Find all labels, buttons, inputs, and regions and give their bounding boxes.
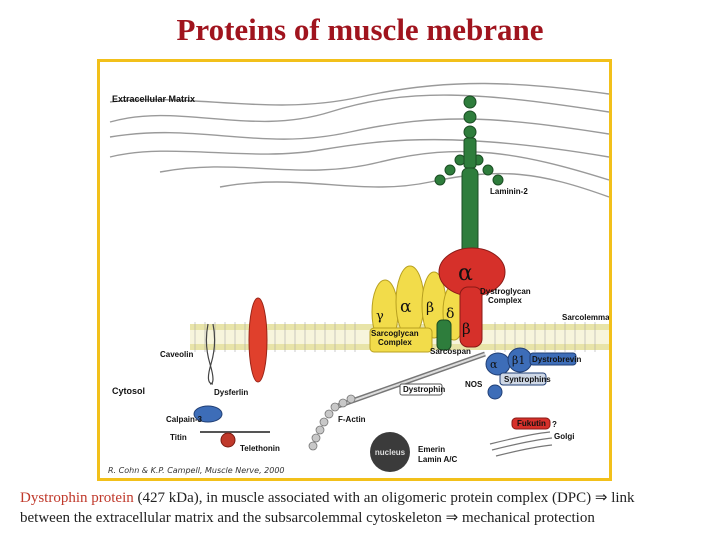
cytosol-label: Cytosol — [112, 386, 145, 396]
golgi — [489, 431, 553, 457]
f-actin-label: F-Actin — [338, 415, 366, 424]
citation: R. Cohn & K.P. Campell, Muscle Nerve, 20… — [108, 466, 285, 475]
ecm-fibers — [109, 82, 609, 198]
caption-line2: between the extracellular matrix and the… — [20, 510, 595, 526]
db-alpha: α — [490, 358, 498, 371]
nucleus-label: nucleus — [375, 448, 406, 457]
calpain-label: Calpain-3 — [166, 415, 203, 424]
dystroglycan-complex — [438, 247, 506, 348]
dysferlin — [248, 297, 268, 383]
caption-line1: (427 kDa), in muscle associated with an … — [133, 490, 635, 506]
sarcolemma-label: Sarcolemma — [562, 313, 609, 322]
dg-beta: β — [462, 320, 471, 338]
dystroglycan-label-1: Dystroglycan — [480, 287, 531, 296]
muscle-membrane-diagram: Extracellular Matrix Laminin-2 — [108, 82, 609, 475]
nucleus — [370, 432, 410, 472]
sarcospan — [436, 319, 452, 351]
caveolin — [205, 323, 216, 385]
page-title: Proteins of muscle mebrane — [176, 12, 544, 47]
dystrophin-label: Dystrophin — [403, 385, 445, 394]
caveolin-label: Caveolin — [160, 350, 193, 359]
telethonin — [220, 432, 236, 448]
laminin-label: Laminin-2 — [490, 187, 528, 196]
dg-alpha: α — [458, 261, 473, 286]
dystrobrevin-label: Dystrobrevin — [532, 355, 581, 364]
caption-highlight: Dystrophin protein — [20, 490, 134, 506]
syntrophins-label: Syntrophins — [504, 375, 551, 384]
emerin-label: Emerin — [418, 445, 445, 454]
fukutin — [511, 417, 551, 430]
caption: Dystrophin protein (427 kDa), in muscle … — [20, 488, 710, 528]
f-actin — [308, 394, 356, 451]
db-beta1: β1 — [512, 354, 525, 367]
sarcoglycan-label-1: Sarcoglycan — [371, 329, 419, 338]
calpain-3 — [193, 405, 223, 423]
dysferlin-label: Dysferlin — [214, 388, 248, 397]
fukutin-label: Fukutin — [517, 419, 546, 428]
sarcoglycan-label-2: Complex — [378, 338, 412, 347]
sg-gamma: γ — [376, 309, 384, 324]
dystroglycan-label-2: Complex — [488, 296, 522, 305]
ecm-label: Extracellular Matrix — [112, 94, 195, 104]
sg-delta: δ — [446, 306, 454, 322]
telethonin-label: Telethonin — [240, 444, 280, 453]
sarcospan-label: Sarcospan — [430, 347, 471, 356]
sg-alpha: α — [400, 297, 412, 317]
dystrobrevin-syntrophins — [485, 347, 577, 400]
titin-label: Titin — [170, 433, 187, 442]
lamin-label: Lamin A/C — [418, 455, 457, 464]
sg-beta: β — [426, 300, 434, 316]
golgi-label: Golgi — [554, 432, 574, 441]
diagram-frame: Extracellular Matrix Laminin-2 — [97, 59, 612, 481]
fukutin-question: ? — [552, 420, 557, 429]
nos-label: NOS — [465, 380, 483, 389]
dystrophin — [334, 351, 486, 410]
